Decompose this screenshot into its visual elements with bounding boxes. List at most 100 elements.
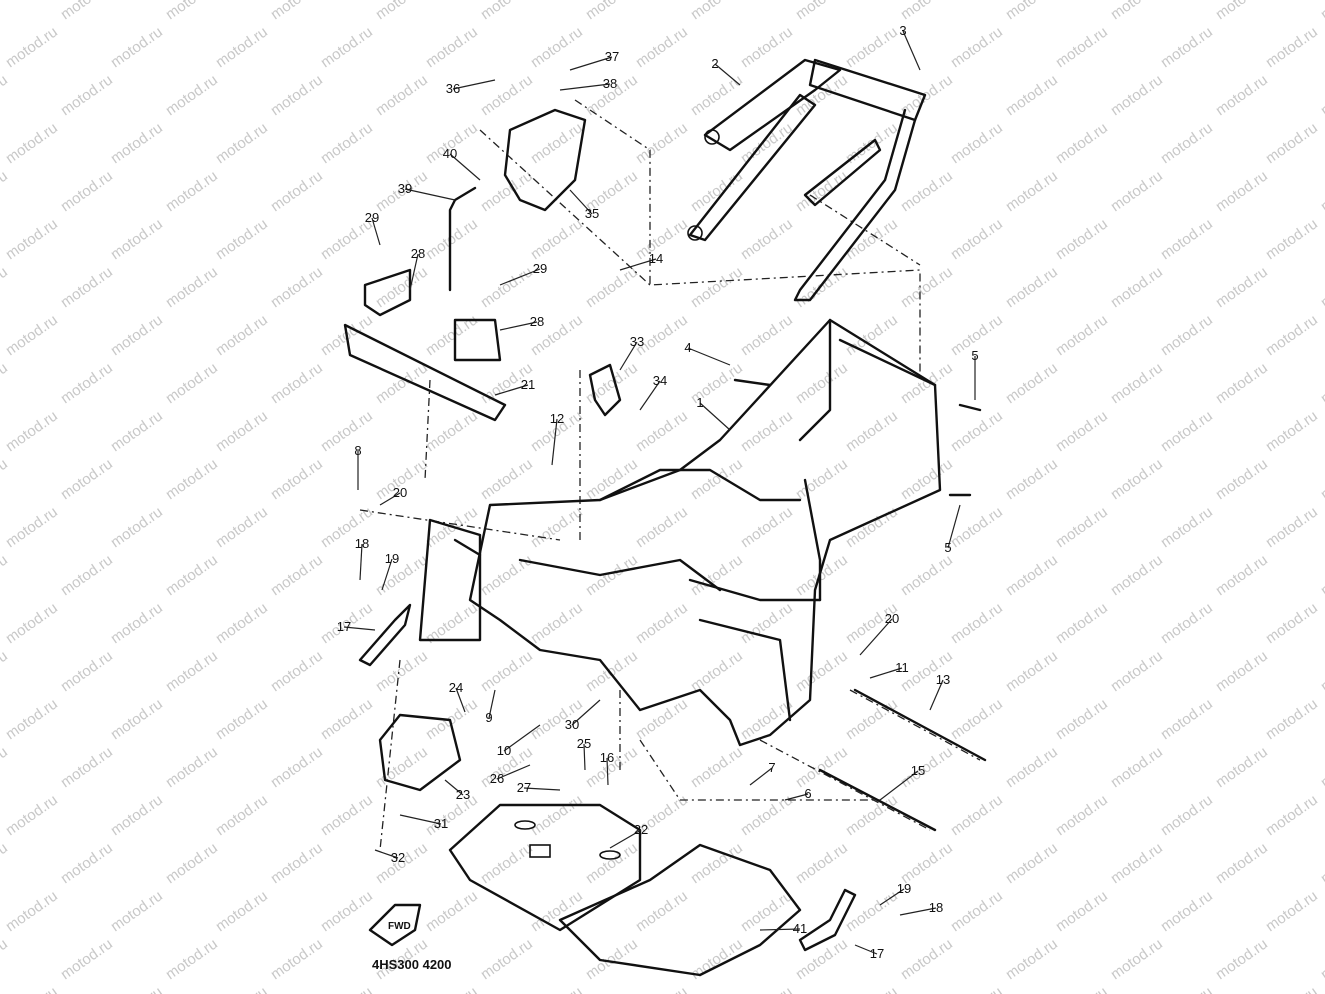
watermark-text: motod.ru bbox=[423, 23, 481, 71]
watermark-text: motod.ru bbox=[1003, 551, 1061, 599]
watermark-text: motod.ru bbox=[1263, 599, 1321, 647]
watermark-text: motod.ru bbox=[1158, 119, 1216, 167]
watermark-text: motod.ru bbox=[318, 887, 376, 935]
watermark-text: motod.ru bbox=[1263, 119, 1321, 167]
watermark-text: motod.ru bbox=[108, 887, 166, 935]
watermark-text: motod.ru bbox=[1213, 71, 1271, 119]
watermark-text: motod.ru bbox=[108, 407, 166, 455]
watermark-text: motod.ru bbox=[583, 551, 641, 599]
watermark-text: motod.ru bbox=[1263, 407, 1321, 455]
watermark-text: motod.ru bbox=[793, 0, 851, 23]
callout-number: 21 bbox=[521, 377, 535, 392]
watermark-text: motod.ru bbox=[1108, 551, 1166, 599]
watermark-text: motod.ru bbox=[0, 167, 11, 215]
callout-leader bbox=[869, 667, 903, 679]
watermark-text: motod.ru bbox=[583, 935, 641, 983]
callout-leader bbox=[687, 347, 731, 366]
watermark-text: motod.ru bbox=[108, 311, 166, 359]
watermark-text: motod.ru bbox=[528, 503, 586, 551]
watermark-text: motod.ru bbox=[0, 647, 11, 695]
watermark-text: motod.ru bbox=[108, 119, 166, 167]
watermark-text: motod.ru bbox=[843, 983, 901, 994]
callout-leader bbox=[609, 829, 642, 849]
watermark-text: motod.ru bbox=[1158, 311, 1216, 359]
under-cover-22 bbox=[448, 803, 802, 977]
callout-number: 3 bbox=[899, 23, 906, 38]
watermark-text: motod.ru bbox=[268, 551, 326, 599]
watermark-text: motod.ru bbox=[1318, 743, 1325, 791]
callout-number: 2 bbox=[711, 56, 718, 71]
watermark-text: motod.ru bbox=[898, 551, 956, 599]
watermark-text: motod.ru bbox=[478, 551, 536, 599]
watermark-text: motod.ru bbox=[213, 119, 271, 167]
callout-number: 37 bbox=[605, 49, 619, 64]
watermark-text: motod.ru bbox=[898, 0, 956, 23]
watermark-text: motod.ru bbox=[58, 263, 116, 311]
watermark-text: motod.ru bbox=[0, 71, 11, 119]
watermark-text: motod.ru bbox=[1318, 71, 1325, 119]
watermark-text: motod.ru bbox=[898, 935, 956, 983]
watermark-text: motod.ru bbox=[948, 215, 1006, 263]
fwd-arrow-label: FWD bbox=[388, 921, 411, 932]
watermark-text: motod.ru bbox=[633, 503, 691, 551]
callout-leader bbox=[499, 321, 538, 331]
watermark-text: motod.ru bbox=[423, 215, 481, 263]
watermark-text: motod.ru bbox=[478, 935, 536, 983]
watermark-text: motod.ru bbox=[3, 599, 61, 647]
watermark-text: motod.ru bbox=[108, 599, 166, 647]
watermark-text: motod.ru bbox=[318, 23, 376, 71]
watermark-text: motod.ru bbox=[58, 0, 116, 23]
watermark-text: motod.ru bbox=[1053, 791, 1111, 839]
watermark-text: motod.ru bbox=[268, 0, 326, 23]
drawing-code: 4HS300 4200 bbox=[372, 957, 452, 972]
watermark-text: motod.ru bbox=[318, 791, 376, 839]
watermark-text: motod.ru bbox=[688, 743, 746, 791]
watermark-text: motod.ru bbox=[213, 311, 271, 359]
watermark-text: motod.ru bbox=[108, 215, 166, 263]
watermark-text: motod.ru bbox=[1213, 263, 1271, 311]
watermark-text: motod.ru bbox=[318, 695, 376, 743]
watermark-text: motod.ru bbox=[948, 791, 1006, 839]
watermark-text: motod.ru bbox=[1158, 983, 1216, 994]
watermark-text: motod.ru bbox=[423, 791, 481, 839]
callout-leader bbox=[699, 402, 731, 431]
callout-numbers: 1234556789101112131415161717181819192020… bbox=[337, 23, 979, 961]
watermark-text: motod.ru bbox=[793, 167, 851, 215]
watermark-text: motod.ru bbox=[1003, 743, 1061, 791]
watermark-text: motod.ru bbox=[268, 263, 326, 311]
watermark-text: motod.ru bbox=[898, 167, 956, 215]
callout-number: 1 bbox=[696, 395, 703, 410]
watermark-text: motod.ru bbox=[1108, 743, 1166, 791]
callout-number: 4 bbox=[684, 340, 691, 355]
watermark-text: motod.ru bbox=[423, 311, 481, 359]
watermark-text: motod.ru bbox=[843, 887, 901, 935]
callout-number: 6 bbox=[804, 786, 811, 801]
callout-number: 27 bbox=[517, 780, 531, 795]
watermark-text: motod.ru bbox=[688, 455, 746, 503]
watermark-text: motod.ru bbox=[688, 263, 746, 311]
watermark-text: motod.ru bbox=[1053, 23, 1111, 71]
watermark-text: motod.ru bbox=[1108, 359, 1166, 407]
callout-number: 17 bbox=[870, 946, 884, 961]
watermark-text: motod.ru bbox=[1263, 215, 1321, 263]
callout-leader bbox=[784, 793, 809, 801]
watermark-text: motod.ru bbox=[948, 983, 1006, 994]
stays-17 bbox=[358, 603, 857, 952]
watermark-text: motod.ru bbox=[738, 983, 796, 994]
watermark-text: motod.ru bbox=[1263, 503, 1321, 551]
callout-number: 20 bbox=[393, 485, 407, 500]
callout-leader bbox=[929, 679, 944, 711]
callout-number: 7 bbox=[768, 760, 775, 775]
callout-number: 33 bbox=[630, 334, 644, 349]
watermark-text: motod.ru bbox=[1318, 935, 1325, 983]
watermark-text: motod.ru bbox=[0, 935, 11, 983]
watermark-text: motod.ru bbox=[948, 23, 1006, 71]
watermark-text: motod.ru bbox=[528, 791, 586, 839]
watermark-text: motod.ru bbox=[793, 455, 851, 503]
callout-leader bbox=[381, 558, 393, 591]
watermark-text: motod.ru bbox=[3, 311, 61, 359]
watermark-text: motod.ru bbox=[163, 839, 221, 887]
watermark-text: motod.ru bbox=[793, 551, 851, 599]
watermark-text: motod.ru bbox=[1213, 743, 1271, 791]
watermark-text: motod.ru bbox=[0, 455, 11, 503]
